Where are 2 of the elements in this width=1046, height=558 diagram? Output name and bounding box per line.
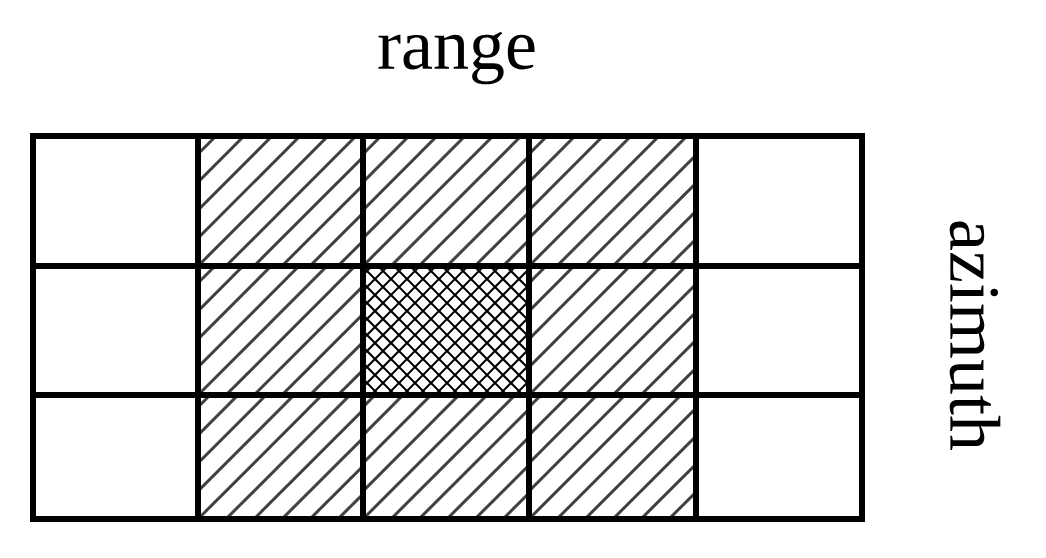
axis-label: azimuth [949, 221, 1001, 451]
axis-label: range [378, 31, 535, 85]
